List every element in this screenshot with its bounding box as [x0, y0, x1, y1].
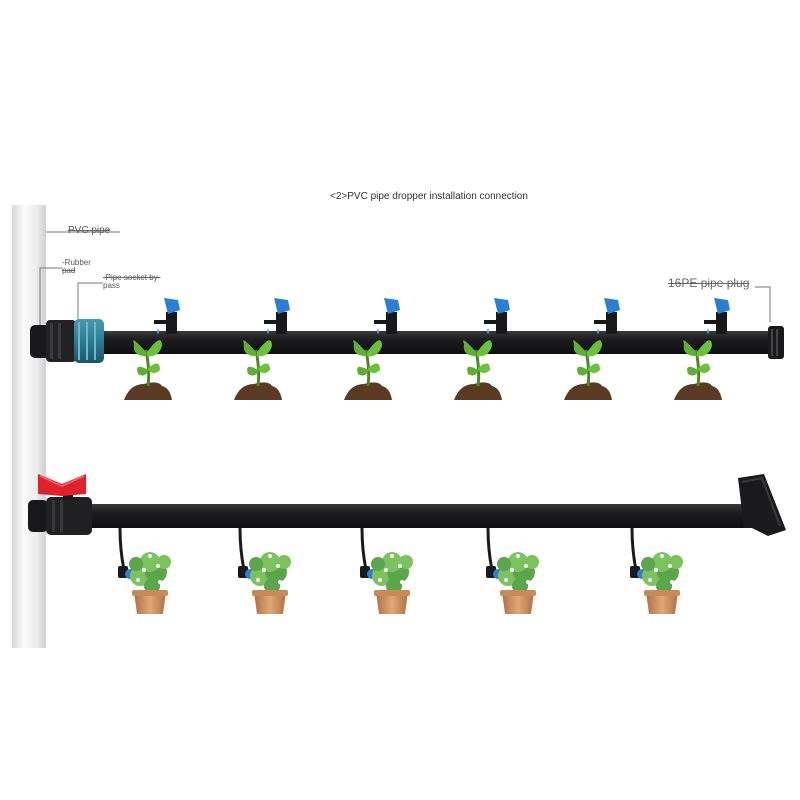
- seedling-plant: [234, 340, 282, 400]
- seedling-plant: [124, 340, 172, 400]
- potted-plant: [641, 552, 683, 614]
- rubber-pad-label-line2: pad: [62, 266, 76, 276]
- bottom-pipe-assembly: [28, 474, 786, 536]
- top-pe-pipe: [100, 331, 776, 354]
- top-dripper: [484, 298, 510, 334]
- top-dripper: [374, 298, 400, 334]
- pipe-plug: [768, 326, 784, 359]
- diagram-title: <2>PVC pipe dropper installation connect…: [330, 191, 528, 202]
- drip-line: [630, 527, 647, 579]
- pipe-socket-label-line1: -Pipe socket by-: [103, 273, 161, 282]
- rubber-pad-label: -Rubber pad: [62, 258, 91, 276]
- top-dripper: [594, 298, 620, 334]
- pipe-plug-label: 16PE pipe plug: [668, 276, 750, 290]
- potted-plant: [371, 552, 413, 614]
- pipe-socket-connector: [30, 319, 104, 363]
- valve-handle: [38, 474, 86, 496]
- rubber-pad-label-line1: -Rubber: [62, 258, 91, 267]
- top-dripper: [264, 298, 290, 334]
- seedling-plant: [564, 340, 612, 400]
- red-ball-valve: [28, 474, 92, 535]
- top-dripper: [154, 298, 180, 334]
- potted-plant: [497, 552, 539, 614]
- seedling-plant: [454, 340, 502, 400]
- potted-plant: [129, 552, 171, 614]
- pvc-main-pipe: [12, 205, 46, 648]
- seedling-plant: [674, 340, 722, 400]
- bottom-potted-plants: [129, 552, 683, 614]
- drip-line: [238, 527, 255, 579]
- pvc-pipe-label: PVC pipe: [68, 225, 111, 236]
- pipe-end-elbow: [738, 474, 786, 536]
- pipe-socket-label-line2: pass: [103, 281, 120, 291]
- top-seedlings: [124, 340, 722, 400]
- bottom-drippers: [118, 527, 647, 579]
- pipe-socket-label: -Pipe socket by- pass: [103, 273, 161, 291]
- top-pipe-assembly: [30, 319, 784, 363]
- seedling-plant: [344, 340, 392, 400]
- potted-plant: [249, 552, 291, 614]
- top-dripper: [704, 298, 730, 334]
- leader-lines: [39, 231, 771, 332]
- bottom-pe-pipe: [80, 504, 760, 528]
- top-drippers: [154, 298, 730, 334]
